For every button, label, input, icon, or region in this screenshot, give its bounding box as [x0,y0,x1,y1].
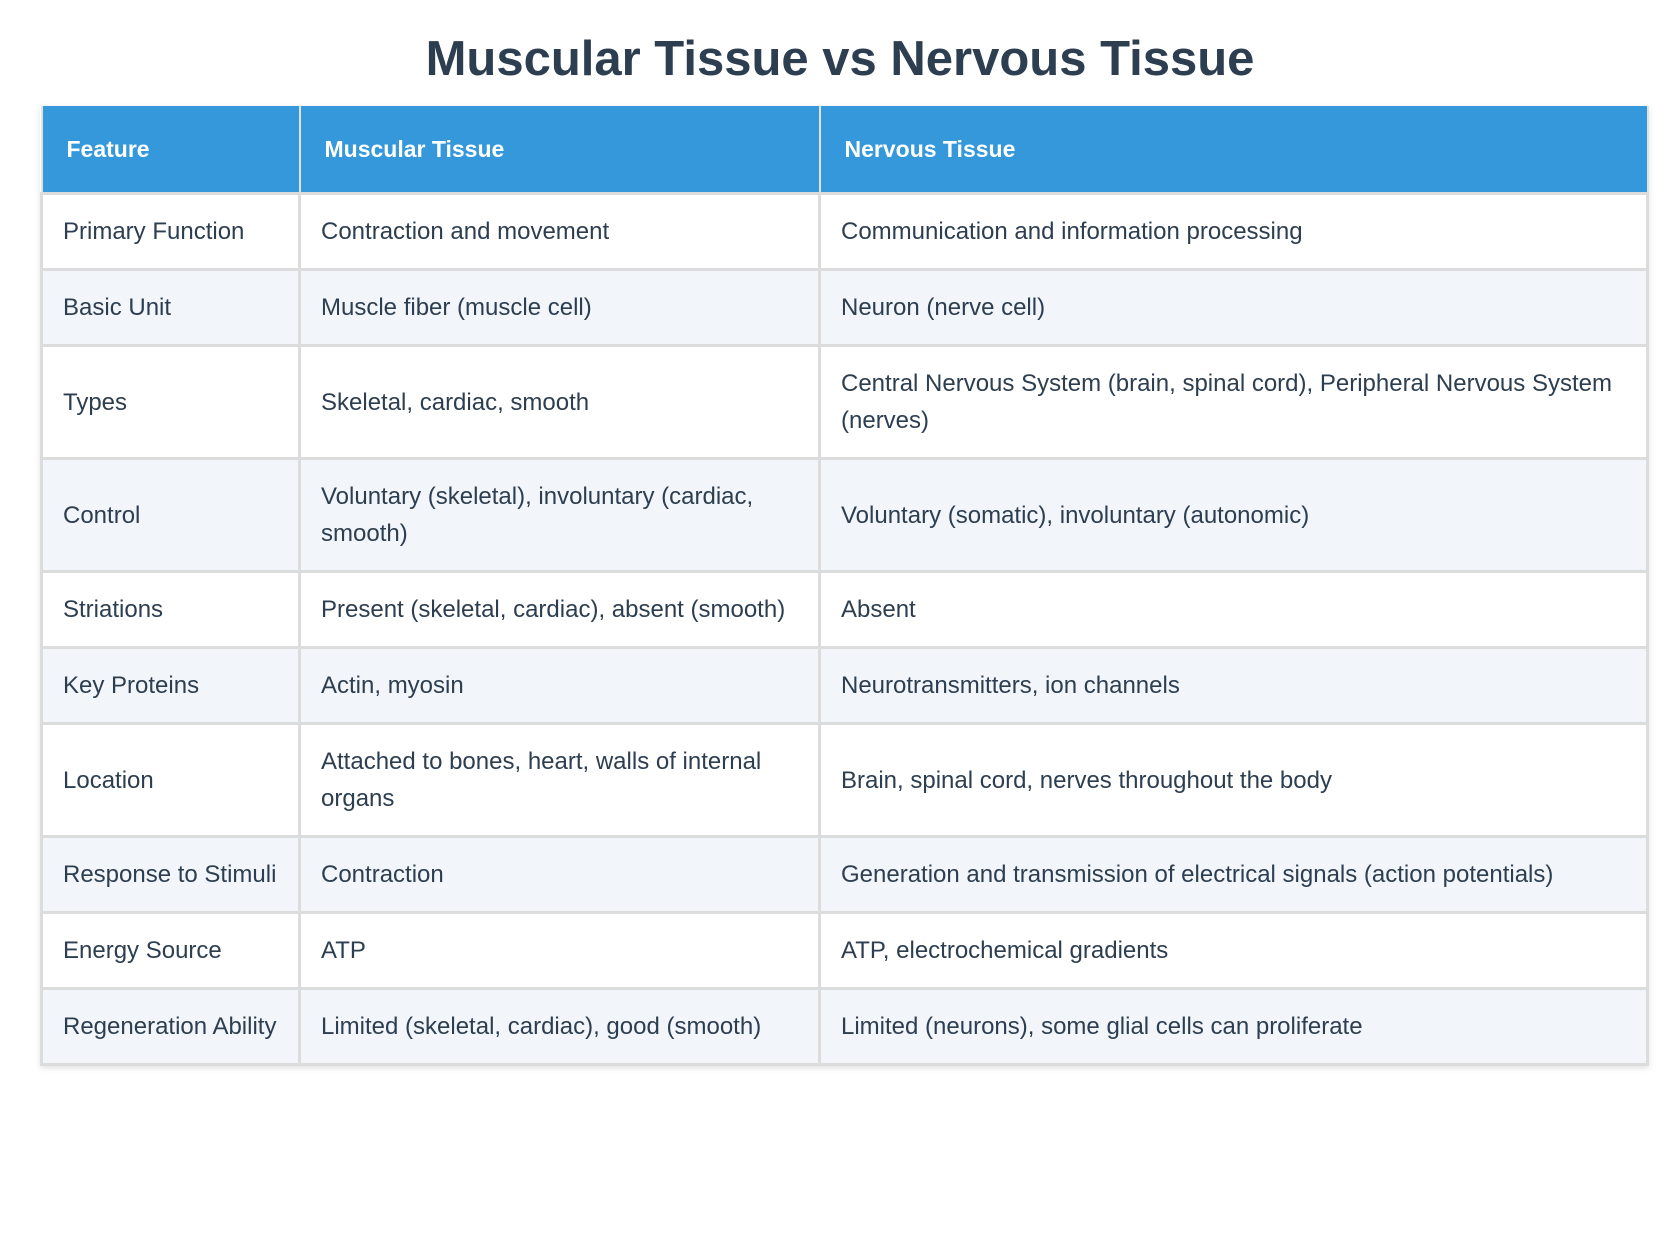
nervous-cell: Neurotransmitters, ion channels [818,646,1649,725]
feature-cell: Control [40,457,301,573]
feature-cell: Striations [40,570,301,649]
feature-cell: Energy Source [40,911,301,990]
nervous-cell: Communication and information processing [818,192,1649,271]
table-row: Striations Present (skeletal, cardiac), … [40,570,1649,649]
nervous-cell: Brain, spinal cord, nerves throughout th… [818,722,1649,838]
table-row: Types Skeletal, cardiac, smooth Central … [40,344,1649,460]
table-header: Feature Muscular Tissue Nervous Tissue [40,106,1649,195]
table-row: Primary Function Contraction and movemen… [40,192,1649,271]
nervous-cell: Generation and transmission of electrica… [818,835,1649,914]
header-feature: Feature [40,106,301,195]
feature-cell: Regeneration Ability [40,987,301,1066]
header-row: Feature Muscular Tissue Nervous Tissue [40,106,1649,195]
table-row: Control Voluntary (skeletal), involuntar… [40,457,1649,573]
table-row: Basic Unit Muscle fiber (muscle cell) Ne… [40,268,1649,347]
feature-cell: Types [40,344,301,460]
muscular-cell: ATP [298,911,821,990]
table-row: Response to Stimuli Contraction Generati… [40,835,1649,914]
muscular-cell: Voluntary (skeletal), involuntary (cardi… [298,457,821,573]
table-row: Key Proteins Actin, myosin Neurotransmit… [40,646,1649,725]
muscular-cell: Contraction and movement [298,192,821,271]
muscular-cell: Muscle fiber (muscle cell) [298,268,821,347]
muscular-cell: Present (skeletal, cardiac), absent (smo… [298,570,821,649]
nervous-cell: Voluntary (somatic), involuntary (autono… [818,457,1649,573]
muscular-cell: Contraction [298,835,821,914]
muscular-cell: Actin, myosin [298,646,821,725]
header-muscular-tissue: Muscular Tissue [298,106,821,195]
nervous-cell: ATP, electrochemical gradients [818,911,1649,990]
feature-cell: Response to Stimuli [40,835,301,914]
comparison-table: Feature Muscular Tissue Nervous Tissue P… [40,106,1649,1066]
feature-cell: Basic Unit [40,268,301,347]
muscular-cell: Skeletal, cardiac, smooth [298,344,821,460]
muscular-cell: Limited (skeletal, cardiac), good (smoot… [298,987,821,1066]
feature-cell: Location [40,722,301,838]
table-body: Primary Function Contraction and movemen… [40,192,1649,1066]
nervous-cell: Absent [818,570,1649,649]
feature-cell: Key Proteins [40,646,301,725]
table-row: Energy Source ATP ATP, electrochemical g… [40,911,1649,990]
muscular-cell: Attached to bones, heart, walls of inter… [298,722,821,838]
table-row: Location Attached to bones, heart, walls… [40,722,1649,838]
page-title: Muscular Tissue vs Nervous Tissue [425,32,1255,86]
header-nervous-tissue: Nervous Tissue [818,106,1649,195]
nervous-cell: Limited (neurons), some glial cells can … [818,987,1649,1066]
nervous-cell: Neuron (nerve cell) [818,268,1649,347]
table-row: Regeneration Ability Limited (skeletal, … [40,987,1649,1066]
nervous-cell: Central Nervous System (brain, spinal co… [818,344,1649,460]
feature-cell: Primary Function [40,192,301,271]
